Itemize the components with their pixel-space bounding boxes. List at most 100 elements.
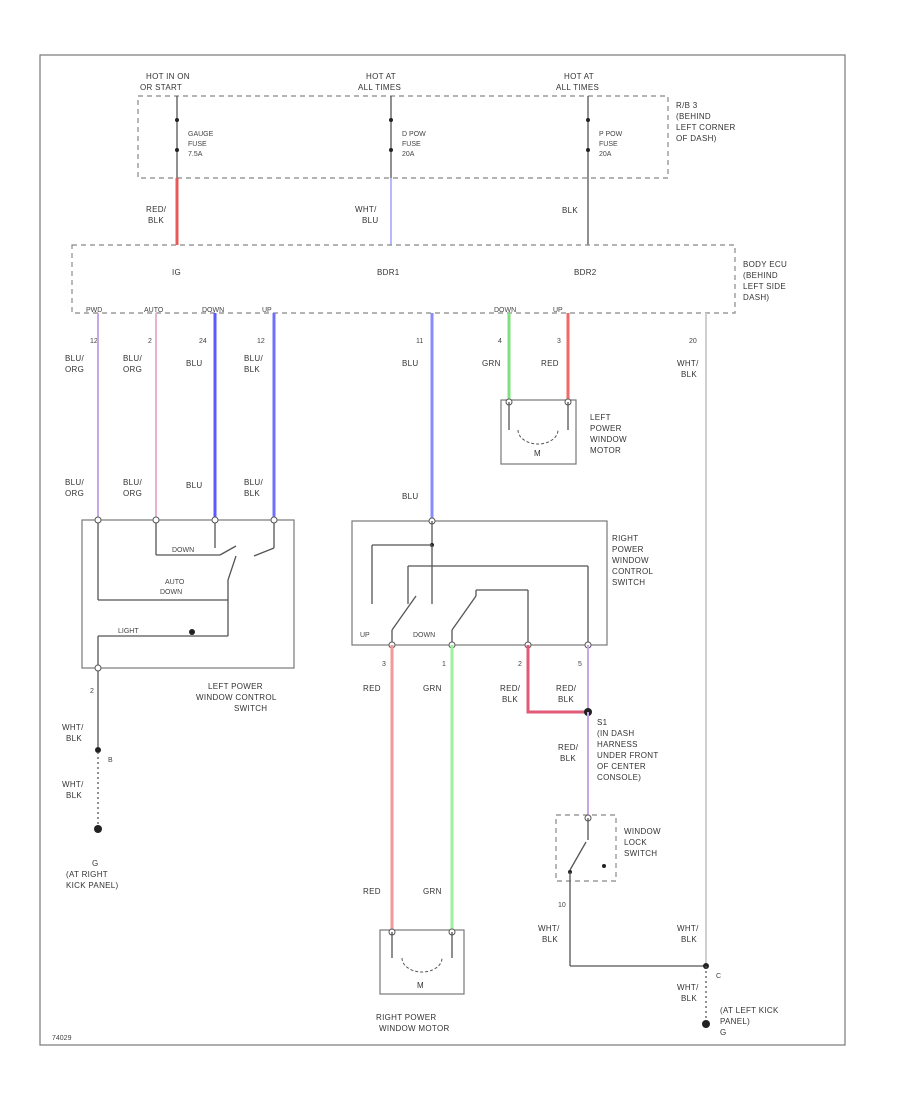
svg-text:BLK: BLK: [560, 754, 576, 763]
svg-text:M: M: [417, 981, 424, 990]
fuse-box-label: R/B 3 (BEHIND LEFT CORNER OF DASH): [676, 101, 736, 143]
svg-text:DOWN: DOWN: [202, 307, 224, 314]
svg-text:M: M: [534, 449, 541, 458]
svg-text:DOWN: DOWN: [494, 307, 516, 314]
svg-text:ORG: ORG: [65, 365, 84, 374]
svg-text:BLK: BLK: [244, 365, 260, 374]
wire-label-grn-2: GRN: [423, 887, 442, 896]
left-window-motor: [500, 399, 577, 465]
svg-text:BLU/: BLU/: [244, 354, 263, 363]
ground-label-right-kick: G (AT RIGHT KICK PANEL): [66, 859, 119, 890]
svg-text:BLU/: BLU/: [244, 478, 263, 487]
svg-text:UP: UP: [360, 632, 370, 639]
svg-text:BLU/: BLU/: [65, 478, 84, 487]
wire-label-blu-right-2: BLU: [402, 492, 418, 501]
svg-text:ALL TIMES: ALL TIMES: [556, 83, 599, 92]
svg-text:BLK: BLK: [66, 791, 82, 800]
svg-text:SWITCH: SWITCH: [612, 578, 645, 587]
svg-text:UP: UP: [262, 307, 272, 314]
body-ecu-label: BODY ECU (BEHIND LEFT SIDE DASH): [743, 260, 787, 302]
svg-text:BLK: BLK: [502, 695, 518, 704]
svg-text:BODY ECU: BODY ECU: [743, 260, 787, 269]
fuse-p-pow: HOT AT ALL TIMES P POW FUSE 20A: [556, 72, 623, 178]
svg-text:WINDOW CONTROL: WINDOW CONTROL: [196, 693, 277, 702]
svg-text:3: 3: [557, 338, 561, 345]
right-motor-internals: M: [388, 928, 456, 990]
svg-text:ORG: ORG: [123, 489, 142, 498]
svg-text:(BEHIND: (BEHIND: [743, 271, 778, 280]
svg-text:LOCK: LOCK: [624, 838, 647, 847]
svg-text:WHT/: WHT/: [62, 780, 84, 789]
svg-text:4: 4: [498, 338, 502, 345]
connector-b: B: [108, 757, 113, 764]
svg-text:DASH): DASH): [743, 293, 769, 302]
svg-text:LEFT: LEFT: [590, 413, 611, 422]
svg-text:HOT AT: HOT AT: [564, 72, 594, 81]
svg-text:BLK: BLK: [681, 935, 697, 944]
wire-label-wht-blk-right: WHT/ BLK WHT/ BLK: [677, 359, 699, 944]
diagram-frame: [39, 54, 846, 1046]
svg-text:WHT/: WHT/: [62, 723, 84, 732]
left-wire-labels-bottom: BLU/ ORG BLU/ ORG BLU BLU/ BLK: [65, 478, 263, 498]
ecu-terminals: PWD AUTO DOWN UP DOWN UP: [86, 307, 563, 314]
svg-text:HOT AT: HOT AT: [366, 72, 396, 81]
svg-text:WHT/: WHT/: [677, 359, 699, 368]
svg-text:LEFT SIDE: LEFT SIDE: [743, 282, 786, 291]
svg-text:RIGHT POWER: RIGHT POWER: [376, 1013, 437, 1022]
svg-text:UNDER FRONT: UNDER FRONT: [597, 751, 659, 760]
svg-text:BLK: BLK: [66, 734, 82, 743]
svg-text:WHT/: WHT/: [538, 924, 560, 933]
svg-text:ORG: ORG: [123, 365, 142, 374]
svg-text:(BEHIND: (BEHIND: [676, 112, 711, 121]
svg-text:LEFT CORNER: LEFT CORNER: [676, 123, 736, 132]
svg-text:PANEL): PANEL): [720, 1017, 750, 1026]
pin-2-right: 2: [518, 661, 522, 668]
svg-text:FUSE: FUSE: [188, 141, 207, 148]
svg-text:UP: UP: [553, 307, 563, 314]
svg-text:WHT/: WHT/: [677, 924, 699, 933]
svg-text:GAUGE: GAUGE: [188, 131, 214, 138]
pin-3: 3: [382, 661, 386, 668]
svg-text:OR START: OR START: [140, 83, 182, 92]
wire-label-grn-1: GRN: [423, 684, 442, 693]
ecu-pin-bdr2: BDR2: [574, 268, 597, 277]
wire-red-blk-to-splice: [526, 645, 588, 714]
svg-text:2: 2: [148, 338, 152, 345]
svg-text:P POW: P POW: [599, 131, 623, 138]
svg-text:D POW: D POW: [402, 131, 426, 138]
svg-text:ORG: ORG: [65, 489, 84, 498]
svg-text:RED/: RED/: [556, 684, 577, 693]
svg-text:24: 24: [199, 338, 207, 345]
svg-text:BLU: BLU: [186, 481, 202, 490]
ecu-pin-bdr1: BDR1: [377, 268, 400, 277]
pin-10: 10: [558, 902, 566, 909]
wire-label-red-blk: RED/ BLK: [146, 205, 166, 225]
svg-text:BLU/: BLU/: [123, 478, 142, 487]
left-motor-internals: M: [505, 398, 572, 458]
wire-label-red-blk-lock: RED/ BLK: [558, 743, 578, 763]
svg-text:7.5A: 7.5A: [188, 151, 203, 158]
svg-text:20A: 20A: [402, 151, 415, 158]
svg-text:AUTO: AUTO: [165, 579, 185, 586]
svg-text:BLU/: BLU/: [65, 354, 84, 363]
svg-text:20: 20: [689, 338, 697, 345]
pin-numbers: 12 2 24 12 11 4 3 20: [90, 338, 697, 345]
svg-text:12: 12: [90, 338, 98, 345]
wire-label-red-blk-right: RED/ BLK RED/ BLK: [500, 684, 577, 704]
svg-text:G: G: [720, 1028, 727, 1037]
svg-text:R/B 3: R/B 3: [676, 101, 698, 110]
svg-text:KICK PANEL): KICK PANEL): [66, 881, 119, 890]
svg-text:WINDOW: WINDOW: [612, 556, 649, 565]
svg-text:POWER: POWER: [612, 545, 644, 554]
left-window-switch: [81, 519, 295, 669]
svg-text:BLK: BLK: [244, 489, 260, 498]
svg-text:RIGHT: RIGHT: [612, 534, 638, 543]
svg-text:FUSE: FUSE: [402, 141, 421, 148]
wire-label-grn-top: GRN: [482, 359, 501, 368]
svg-text:CONTROL: CONTROL: [612, 567, 653, 576]
svg-text:(IN DASH: (IN DASH: [597, 729, 635, 738]
svg-text:G: G: [92, 859, 99, 868]
svg-text:ALL TIMES: ALL TIMES: [358, 83, 401, 92]
svg-text:BLU: BLU: [186, 359, 202, 368]
